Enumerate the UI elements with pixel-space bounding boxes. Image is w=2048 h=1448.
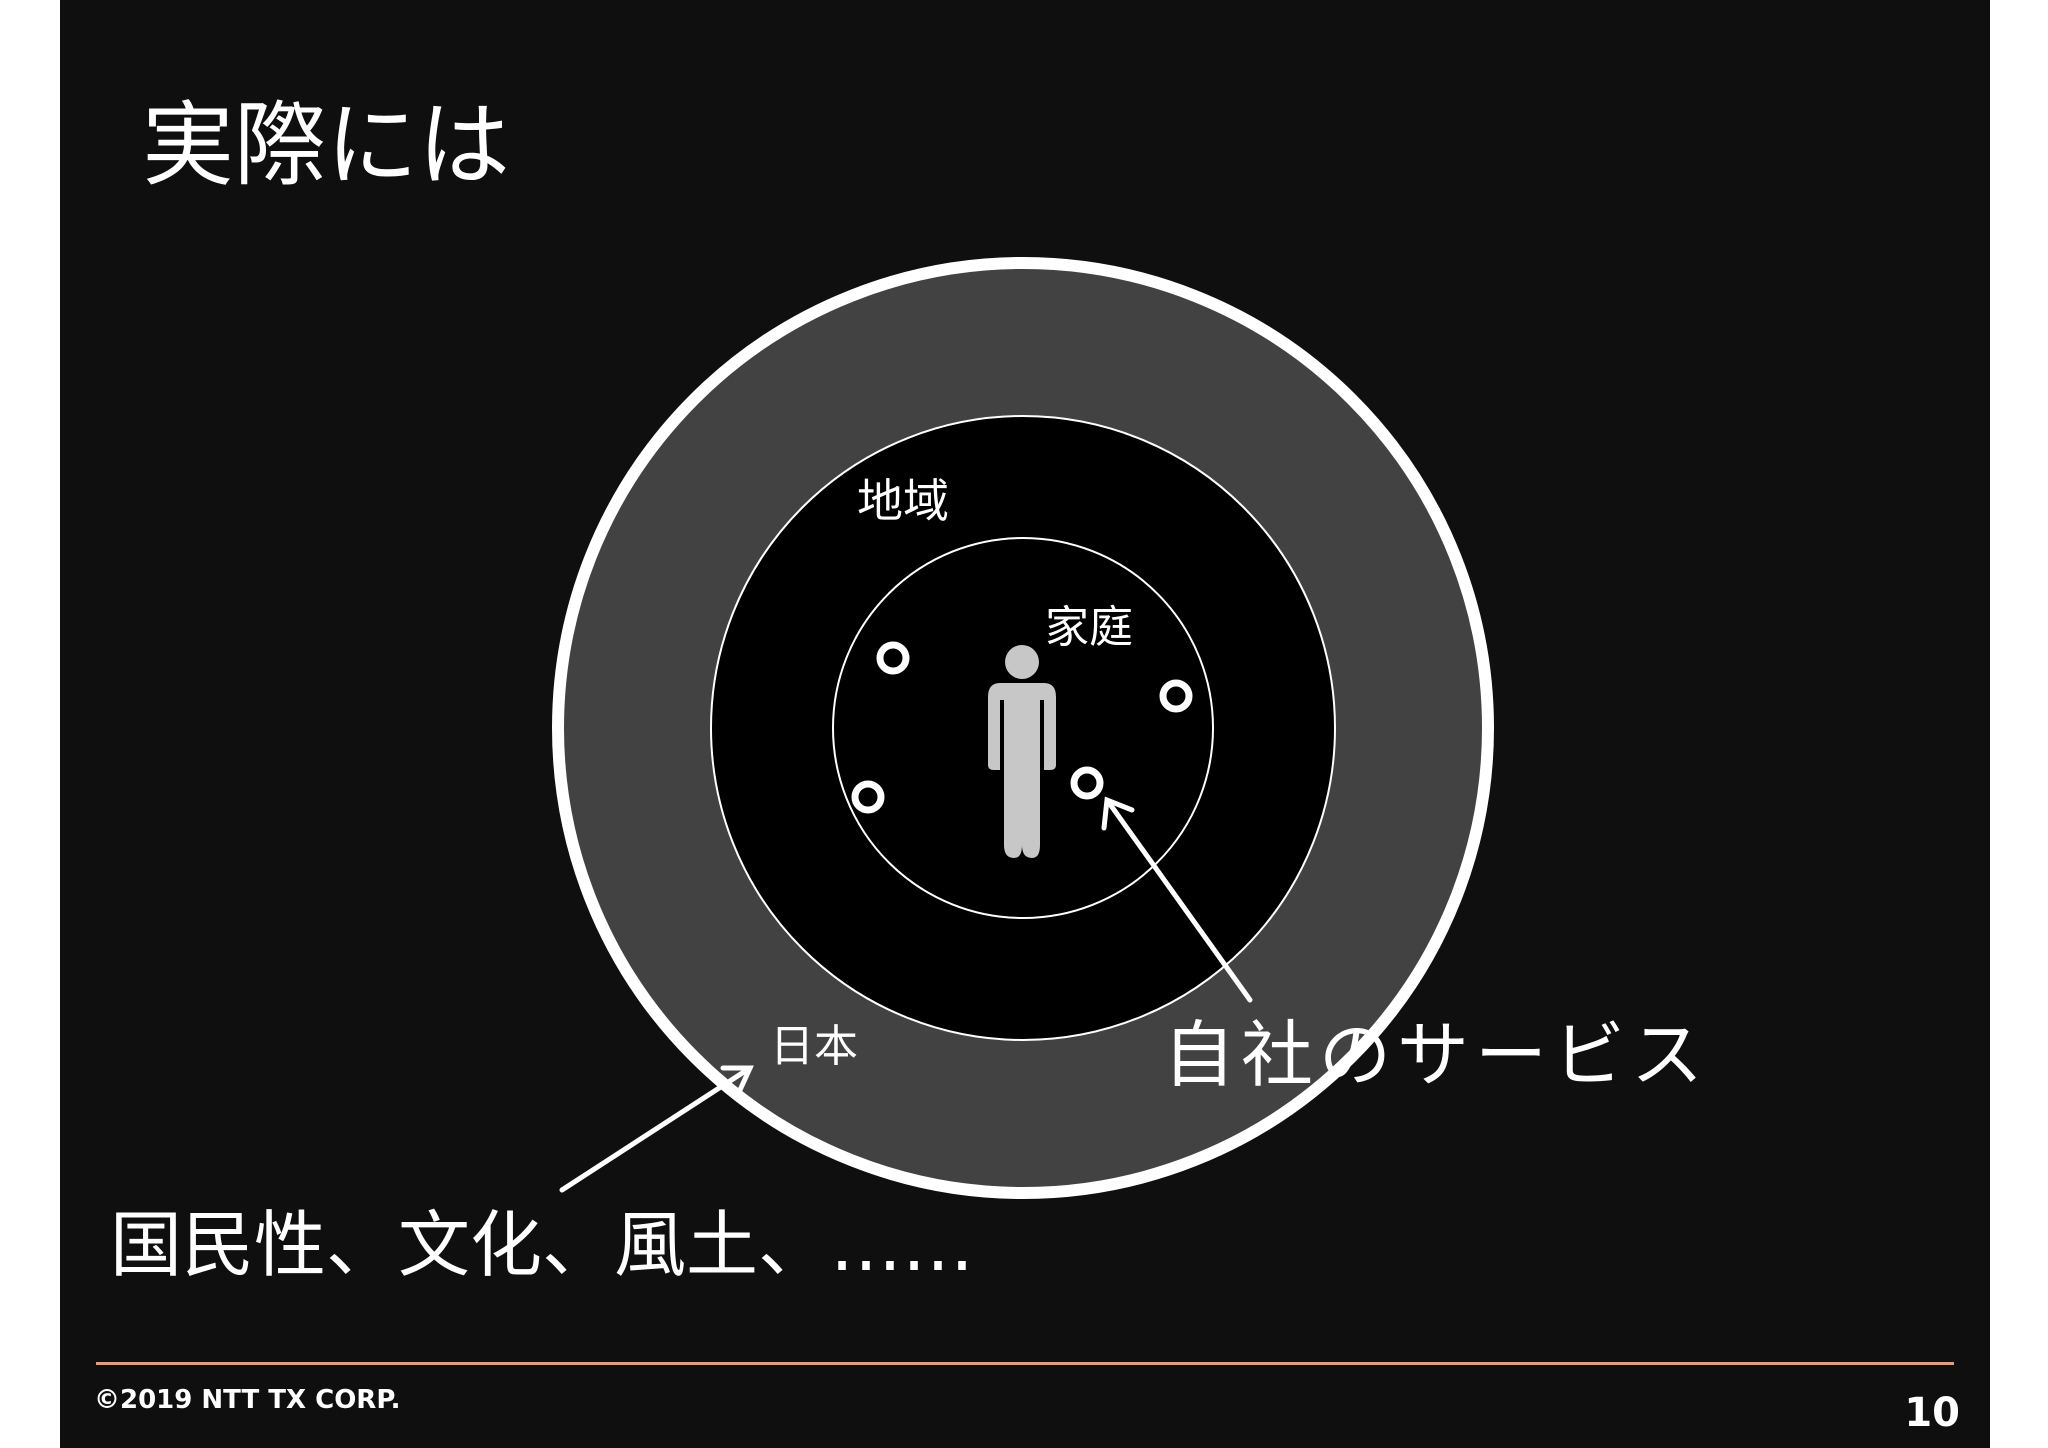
service-arrow <box>1101 796 1253 1003</box>
label-company-service: 自社のサービス <box>1163 1013 1709 1097</box>
page-number: 10 <box>1904 1390 1960 1436</box>
service-marker-2 <box>1159 679 1193 713</box>
label-national-traits: 国民性、文化、風土、…… <box>110 1203 974 1287</box>
service-marker-4 <box>1070 766 1104 800</box>
concentric-circles-diagram: 地域 家庭 日本 自社のサービス 国民性、文化、風土、…… <box>110 257 1709 1287</box>
copyright-text: ©2019 NTT TX CORP. <box>94 1385 401 1415</box>
service-marker-1 <box>876 641 910 675</box>
label-japan: 日本 <box>770 1021 858 1072</box>
slide-title: 実際には <box>142 92 511 199</box>
person-icon <box>988 645 1056 858</box>
label-household: 家庭 <box>1045 602 1133 653</box>
label-region: 地域 <box>857 474 949 528</box>
footer-divider <box>96 1362 1954 1365</box>
slide: 実際には 地域 家庭 日本 自社のサービス 国民 <box>60 0 1990 1448</box>
japan-arrow <box>559 1065 754 1193</box>
service-marker-3 <box>851 780 885 814</box>
